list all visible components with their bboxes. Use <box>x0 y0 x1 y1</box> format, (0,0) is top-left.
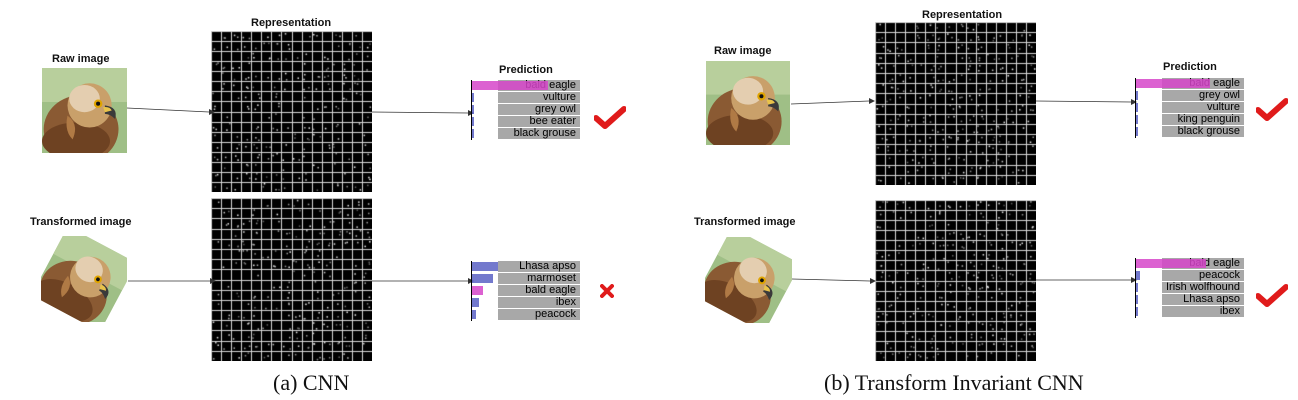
prediction-label-box: vulture <box>1162 102 1244 113</box>
prediction-axis <box>471 261 472 321</box>
prediction-bar <box>1136 79 1210 88</box>
prediction-bar <box>472 262 498 271</box>
prediction-bar <box>1136 91 1138 100</box>
arrow-representation-to-prediction-transformed <box>1036 277 1137 283</box>
prediction-bar <box>1136 307 1138 316</box>
representation-label: Representation <box>251 17 332 29</box>
panel-ti-cnn: Raw image Transformed image Representati… <box>649 0 1298 400</box>
prediction-label-box: peacock <box>1162 270 1244 281</box>
raw-image <box>42 68 127 153</box>
transformed-image <box>41 236 127 322</box>
prediction-bar <box>472 286 483 295</box>
cross-icon <box>600 284 614 298</box>
checkmark-icon <box>594 106 626 129</box>
prediction-label-box: Lhasa apso <box>1162 294 1244 305</box>
transformed-image-label: Transformed image <box>30 216 132 228</box>
arrow-raw-to-representation <box>126 107 215 115</box>
prediction-label-box: Lhasa apso <box>498 261 580 272</box>
prediction-label-box: black grouse <box>498 128 580 139</box>
prediction-label-box: peacock <box>498 309 580 320</box>
checkmark-icon <box>1256 284 1288 307</box>
prediction-bar <box>1136 271 1140 280</box>
prediction-label: Prediction <box>499 64 553 76</box>
prediction-bar <box>1136 115 1138 124</box>
prediction-label-box: Irish wolfhound <box>1162 282 1244 293</box>
prediction-bar <box>472 81 548 90</box>
prediction-axis <box>1135 78 1136 138</box>
prediction-label-box: king penguin <box>1162 114 1244 125</box>
raw-image-label: Raw image <box>714 45 772 57</box>
arrow-representation-to-prediction-transformed <box>372 278 474 284</box>
prediction-label-box: vulture <box>498 92 580 103</box>
prediction-label-box: ibex <box>1162 306 1244 317</box>
caption-cnn: (a) CNN <box>273 370 350 395</box>
prediction-bar <box>472 310 476 319</box>
raw-image <box>705 61 791 145</box>
arrow-representation-to-prediction <box>1035 99 1137 105</box>
representation-label: Representation <box>922 9 1003 21</box>
representation-grid-transformed <box>875 200 1036 361</box>
prediction-bar <box>1136 259 1206 268</box>
raw-image-label: Raw image <box>52 53 110 65</box>
prediction-bar <box>472 129 474 138</box>
caption-ti-cnn: (b) Transform Invariant CNN <box>824 370 1084 395</box>
representation-grid-raw <box>211 31 372 192</box>
prediction-bar <box>472 105 474 114</box>
prediction-bar <box>1136 295 1138 304</box>
arrow-transformed-to-representation <box>128 278 216 284</box>
panel-cnn: Raw image Transformed image Representati… <box>30 17 626 395</box>
prediction-label-box: bee eater <box>498 116 580 127</box>
prediction-label-box: grey owl <box>1162 90 1244 101</box>
transformed-image-label: Transformed image <box>694 216 796 228</box>
transformed-image <box>705 237 792 323</box>
prediction-bar <box>1136 103 1138 112</box>
arrow-representation-to-prediction <box>371 110 474 116</box>
representation-grid-transformed <box>211 198 372 361</box>
prediction-bar <box>1136 283 1138 292</box>
prediction-bar <box>1136 127 1138 136</box>
arrow-transformed-to-representation <box>791 278 876 284</box>
prediction-label: Prediction <box>1163 61 1217 73</box>
prediction-bar <box>472 117 474 126</box>
representation-grid-raw <box>875 22 1036 185</box>
arrow-raw-to-representation <box>790 98 875 105</box>
checkmark-icon <box>1256 98 1288 121</box>
prediction-axis <box>1135 258 1136 318</box>
prediction-label-box: grey owl <box>498 104 580 115</box>
prediction-axis <box>471 80 472 140</box>
prediction-label-box: bald eagle <box>498 285 580 296</box>
prediction-bar <box>472 298 479 307</box>
prediction-label-box: black grouse <box>1162 126 1244 137</box>
prediction-label-box: ibex <box>498 297 580 308</box>
prediction-bar <box>472 274 493 283</box>
prediction-label-box: marmoset <box>498 273 580 284</box>
prediction-bar <box>472 93 474 102</box>
